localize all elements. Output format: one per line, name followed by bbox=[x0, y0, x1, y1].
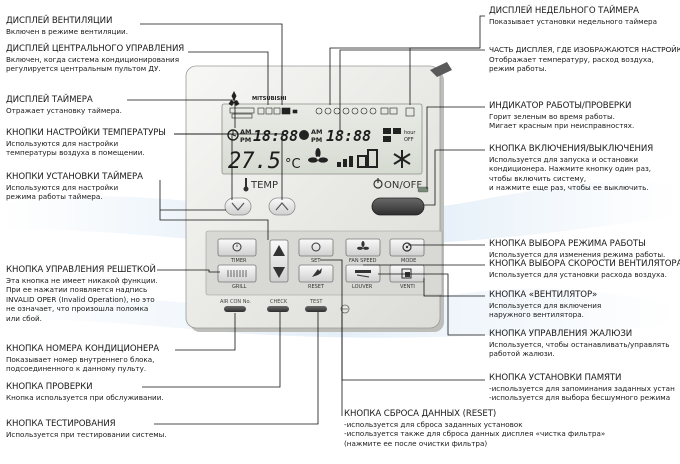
label-test-button: КНОПКА ТЕСТИРОВАНИЯ Используется при тес… bbox=[6, 419, 167, 439]
svg-text:LOUVER: LOUVER bbox=[352, 284, 373, 290]
svg-text:GRILL: GRILL bbox=[232, 284, 247, 290]
aircon-no-button[interactable] bbox=[224, 306, 246, 312]
label-check-button: КНОПКА ПРОВЕРКИ Кнопка используется при … bbox=[6, 382, 164, 402]
svg-text:OFF: OFF bbox=[404, 137, 414, 143]
svg-text:hour: hour bbox=[404, 130, 416, 136]
mode-button[interactable] bbox=[389, 238, 425, 257]
label-vent-display: ДИСПЛЕЙ ВЕНТИЛЯЦИИ Включен в режиме вент… bbox=[6, 16, 129, 36]
lcd-time-right: 18:88 bbox=[326, 127, 371, 145]
reset-button[interactable] bbox=[298, 264, 334, 283]
lcd-filter-icon bbox=[357, 149, 378, 168]
lcd-snowflake-icon bbox=[393, 150, 411, 168]
remote-controller: MITSUBISHI AM PM 18:88 bbox=[185, 62, 452, 332]
svg-text:RESET: RESET bbox=[308, 284, 325, 290]
lcd-time-left: 18:88 bbox=[253, 127, 298, 145]
louver-button[interactable] bbox=[345, 264, 381, 283]
lcd-screen bbox=[221, 103, 423, 175]
temp-down-button[interactable] bbox=[224, 197, 252, 216]
lcd-unit: °C bbox=[285, 157, 301, 172]
label-aircon-no-button: КНОПКА НОМЕРА КОНДИЦИОНЕРА Показывает но… bbox=[6, 344, 160, 374]
run-indicator-lamp bbox=[417, 186, 429, 193]
label-settings-part: ЧАСТЬ ДИСПЛЕЯ, ГДЕ ИЗОБРАЖАЮТСЯ НАСТРОЙК… bbox=[489, 45, 680, 74]
label-venti-button: КНОПКА «ВЕНТИЛЯТОР» Используется для вкл… bbox=[489, 290, 602, 320]
lcd-temperature: 27.5 bbox=[228, 149, 281, 174]
svg-text:TIMER: TIMER bbox=[230, 258, 247, 264]
onoff-label: ON/OFF bbox=[384, 180, 422, 191]
label-timer-button: КНОПКИ УСТАНОВКИ ТАЙМЕРА Используются дл… bbox=[6, 172, 143, 202]
svg-text:MITSUBISHI: MITSUBISHI bbox=[252, 96, 287, 102]
svg-text:CHECK: CHECK bbox=[270, 299, 288, 305]
label-run-indicator: ИНДИКАТОР РАБОТЫ/ПРОВЕРКИ Горит зеленым … bbox=[489, 101, 635, 131]
lcd-timer-icon bbox=[227, 129, 239, 141]
label-memory-button: КНОПКА УСТАНОВКИ ПАМЯТИ -используется дл… bbox=[489, 373, 675, 403]
fan-speed-button[interactable] bbox=[345, 238, 381, 257]
temp-up-button[interactable] bbox=[268, 197, 296, 216]
lcd-signal-bars-icon bbox=[337, 156, 353, 167]
label-louver-button: КНОПКА УПРАВЛЕНИЯ ЖАЛЮЗИ Используется, ч… bbox=[489, 329, 670, 359]
lcd-fan-icon bbox=[308, 148, 328, 163]
button-panel bbox=[205, 230, 443, 296]
label-fan-button: КНОПКА ВЫБОРА СКОРОСТИ ВЕНТИЛЯТОРА Испол… bbox=[489, 259, 680, 279]
lcd-icon-strip bbox=[229, 107, 415, 119]
svg-text:VENTI: VENTI bbox=[400, 284, 415, 290]
check-button[interactable] bbox=[267, 306, 289, 312]
power-icon bbox=[373, 178, 383, 189]
cable bbox=[430, 62, 452, 77]
label-mode-button: КНОПКА ВЫБОРА РЕЖИМА РАБОТЫ Используется… bbox=[489, 239, 666, 259]
lcd-pm-left: PM bbox=[240, 136, 251, 144]
lcd-weekday-bars bbox=[383, 128, 401, 142]
test-button[interactable] bbox=[305, 306, 327, 312]
venti-button[interactable] bbox=[389, 264, 425, 283]
leader-lines bbox=[127, 15, 485, 425]
thermometer-icon bbox=[243, 178, 249, 192]
timer-up-down-button[interactable] bbox=[269, 239, 289, 283]
label-onoff-button: КНОПКА ВКЛЮЧЕНИЯ/ВЫКЛЮЧЕНИЯ Используется… bbox=[489, 144, 654, 193]
set-button[interactable] bbox=[298, 238, 334, 257]
label-temp-button: КНОПКИ НАСТРОЙКИ ТЕМПЕРАТУРЫ Используютс… bbox=[6, 128, 166, 158]
label-weekly-timer: ДИСПЛЕЙ НЕДЕЛЬНОГО ТАЙМЕРА Показывает ус… bbox=[489, 6, 657, 26]
onoff-button[interactable] bbox=[371, 197, 425, 216]
label-timer-display: ДИСПЛЕЙ ТАЙМЕРА Отражает установку тайме… bbox=[6, 95, 122, 115]
lcd-am-left: AM bbox=[240, 128, 252, 136]
lcd-pm-right: PM bbox=[311, 136, 322, 144]
svg-text:FAN SPEED: FAN SPEED bbox=[349, 258, 377, 264]
temp-label: TEMP bbox=[250, 180, 278, 191]
label-central-display: ДИСПЛЕЙ ЦЕНТРАЛЬНОГО УПРАВЛЕНИЯ Включен,… bbox=[6, 44, 185, 74]
svg-text:SET: SET bbox=[311, 258, 321, 264]
label-grill-button: КНОПКА УПРАВЛЕНИЯ РЕШЕТКОЙ Эта кнопка не… bbox=[6, 265, 158, 323]
lcd-am-right: AM bbox=[311, 128, 323, 136]
svg-text:AIR CON No.: AIR CON No. bbox=[220, 299, 251, 305]
svg-text:TEST: TEST bbox=[309, 299, 323, 305]
timer-button[interactable] bbox=[217, 238, 257, 257]
grill-button[interactable] bbox=[217, 264, 257, 283]
label-reset-button: КНОПКА СБРОСА ДАННЫХ (RESET) -использует… bbox=[344, 409, 606, 448]
svg-text:MODE: MODE bbox=[401, 258, 416, 264]
